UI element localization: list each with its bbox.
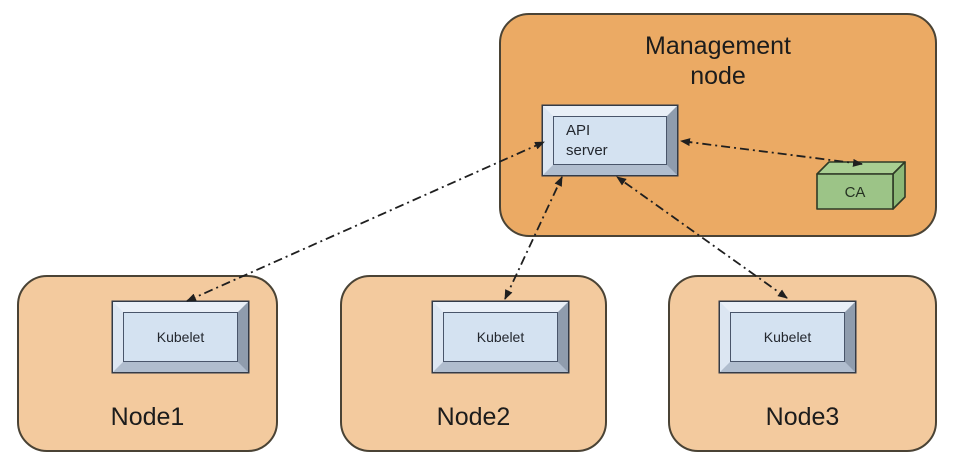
kubelet-label-node3: Kubelet [763, 329, 812, 345]
ca-box: CA [816, 161, 906, 210]
node3-label: Node3 [765, 403, 840, 431]
kubelet-label-node2: Kubelet [476, 329, 525, 345]
node1-label: Node1 [110, 403, 185, 431]
management-node-label: Management node [645, 32, 791, 90]
kubelet-box-node2: Kubelet [433, 302, 568, 372]
api-server-box: API server [543, 106, 677, 175]
kubelet-box-node3: Kubelet [720, 302, 855, 372]
kubelet-label-node1: Kubelet [156, 329, 205, 345]
ca-box-front-face [816, 173, 894, 210]
node2-label: Node2 [436, 403, 511, 431]
ca-label: CA [845, 184, 866, 201]
api-server-label: API server [566, 122, 608, 159]
ca-box-top-face [816, 161, 906, 175]
kubelet-box-node1: Kubelet [113, 302, 248, 372]
